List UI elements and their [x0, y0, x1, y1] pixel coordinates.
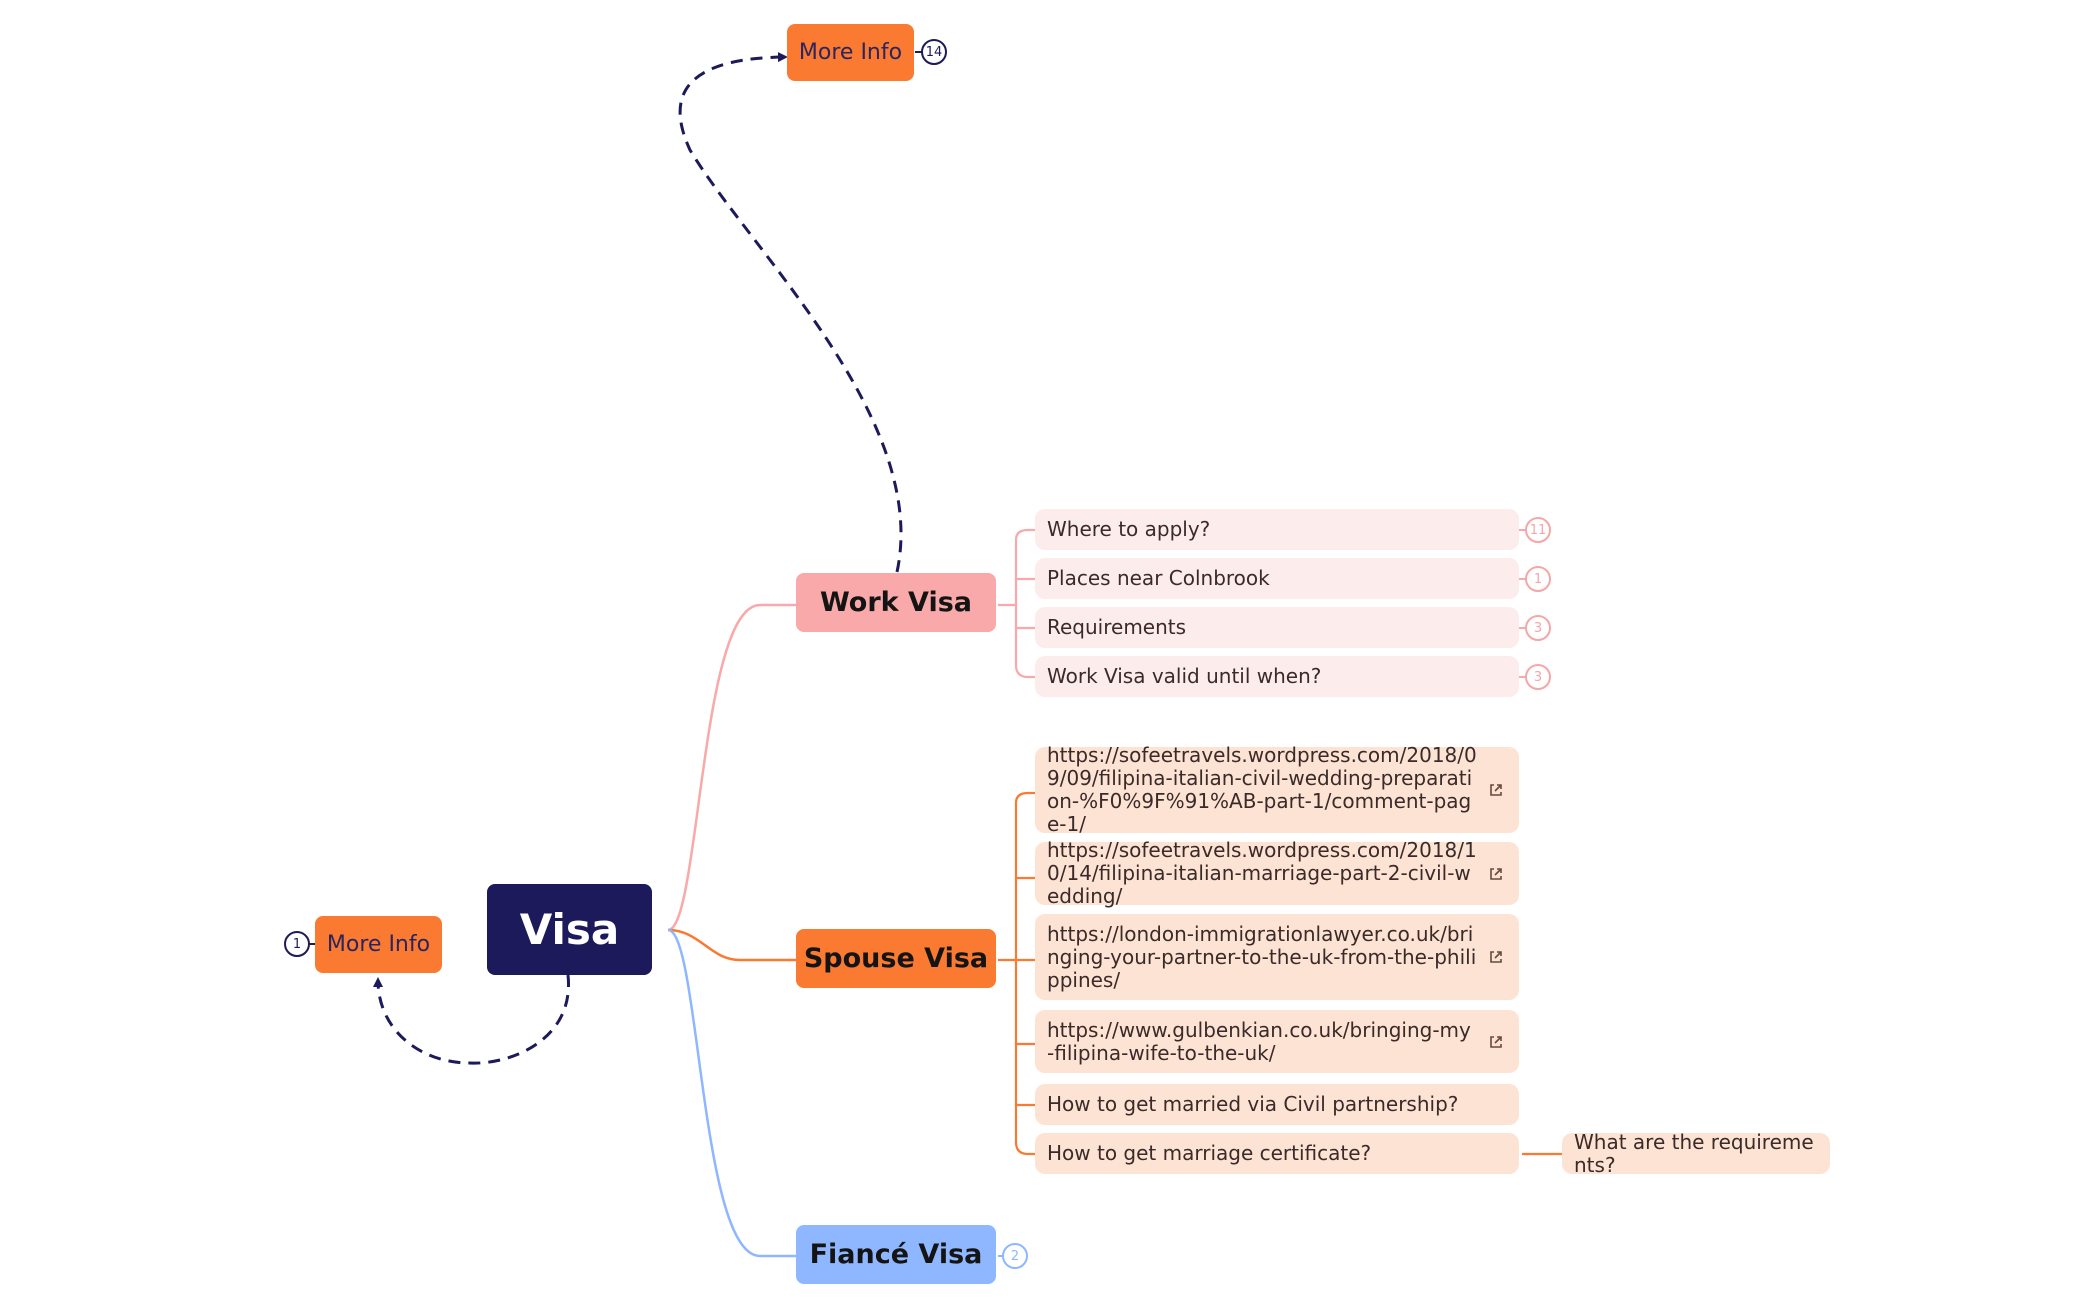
link-root-work: [667, 603, 800, 932]
badge-link-work: [1518, 529, 1526, 678]
link-work-bracket: [998, 528, 1036, 679]
external-link-icon[interactable]: [1485, 949, 1507, 965]
spouse-child-link-text: https://sofeetravels.wordpress.com/2018/…: [1047, 743, 1477, 836]
external-link-icon[interactable]: [1485, 1034, 1507, 1050]
link-spouse-bracket: [998, 791, 1036, 1156]
more-info-left-label: More Info: [326, 932, 431, 957]
external-link-icon[interactable]: [1485, 866, 1507, 882]
work-child-requirements[interactable]: Requirements: [1035, 607, 1519, 648]
root-topic-label: Visa: [519, 905, 620, 954]
spouse-grandchild-label: What are the requirements?: [1574, 1129, 1814, 1177]
more-info-top-label: More Info: [798, 40, 903, 65]
work-child-label: Places near Colnbrook: [1047, 566, 1270, 590]
spouse-child-link-text: https://london-immigrationlawyer.co.uk/b…: [1047, 921, 1477, 992]
spouse-visa-label: Spouse Visa: [803, 943, 989, 974]
more-info-left-count-badge[interactable]: 1: [284, 931, 310, 957]
spouse-child-link[interactable]: https://sofeetravels.wordpress.com/2018/…: [1035, 838, 1519, 908]
work-child-label: Requirements: [1047, 615, 1187, 639]
fiance-visa-count-badge[interactable]: 2: [1002, 1243, 1028, 1269]
relationship-work-moreinfo: [678, 52, 903, 573]
spouse-visa-topic[interactable]: Spouse Visa: [796, 929, 996, 988]
spouse-child-link[interactable]: https://www.gulbenkian.co.uk/bringing-my…: [1035, 1010, 1519, 1073]
external-link-icon[interactable]: [1485, 782, 1507, 798]
work-child-count-badge[interactable]: 3: [1525, 615, 1551, 641]
work-child-count-badge[interactable]: 1: [1525, 566, 1551, 592]
work-child-label: Where to apply?: [1047, 517, 1211, 541]
work-child-label: Work Visa valid until when?: [1047, 664, 1322, 688]
link-root-spouse: [667, 928, 800, 962]
work-child-count-badge[interactable]: 11: [1525, 517, 1551, 543]
work-child-count-badge[interactable]: 3: [1525, 664, 1551, 690]
spouse-child-link-text: https://www.gulbenkian.co.uk/bringing-my…: [1047, 1017, 1471, 1065]
work-child-valid-until[interactable]: Work Visa valid until when?: [1035, 656, 1519, 697]
more-info-left-node[interactable]: More Info: [315, 916, 442, 973]
spouse-child-link-text: https://sofeetravels.wordpress.com/2018/…: [1047, 838, 1477, 908]
spouse-child-link[interactable]: https://sofeetravels.wordpress.com/2018/…: [1035, 743, 1519, 836]
spouse-child-label: How to get marriage certificate?: [1047, 1141, 1372, 1165]
more-info-top-node[interactable]: More Info: [787, 24, 914, 81]
work-visa-label: Work Visa: [819, 587, 972, 618]
relationship-root-moreinfo: [373, 974, 570, 1065]
fiance-visa-topic[interactable]: Fiancé Visa: [796, 1225, 996, 1284]
fiance-visa-label: Fiancé Visa: [809, 1239, 983, 1270]
spouse-child-marriage-certificate[interactable]: How to get marriage certificate?: [1035, 1133, 1519, 1174]
work-visa-topic[interactable]: Work Visa: [796, 573, 996, 632]
root-topic-visa[interactable]: Visa: [487, 884, 652, 975]
work-child-where-to-apply[interactable]: Where to apply?: [1035, 509, 1519, 550]
work-child-places-near-colnbrook[interactable]: Places near Colnbrook: [1035, 558, 1519, 599]
spouse-child-label: How to get married via Civil partnership…: [1047, 1092, 1459, 1116]
link-root-fiance: [667, 928, 800, 1258]
spouse-grandchild-requirements[interactable]: What are the requirements?: [1562, 1129, 1830, 1177]
spouse-child-link[interactable]: https://london-immigrationlawyer.co.uk/b…: [1035, 914, 1519, 1000]
more-info-top-count-badge[interactable]: 14: [921, 39, 947, 65]
spouse-child-civil-partnership[interactable]: How to get married via Civil partnership…: [1035, 1084, 1519, 1125]
